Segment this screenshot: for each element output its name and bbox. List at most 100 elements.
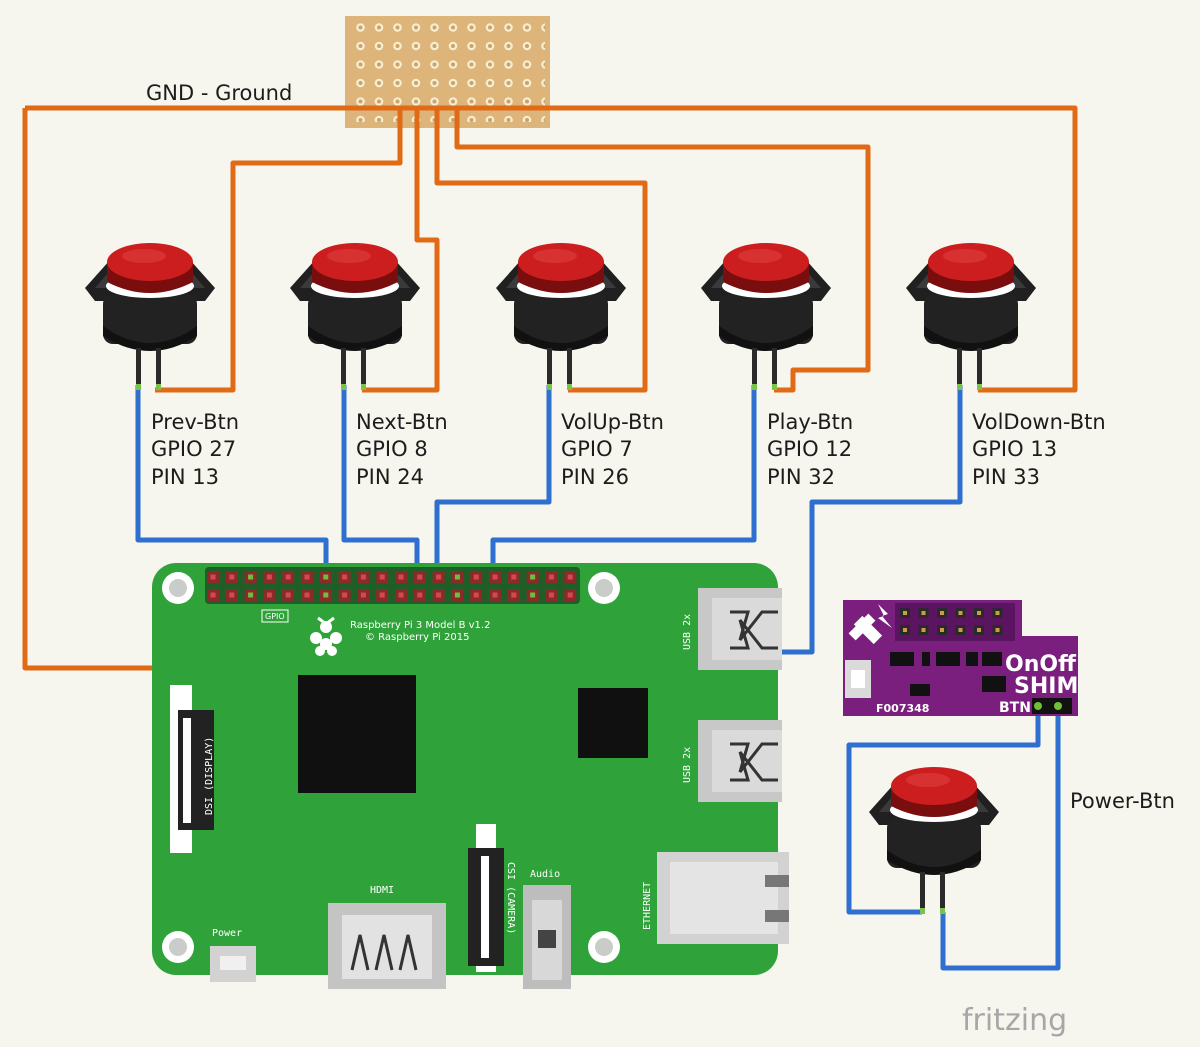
board-model-line1: Raspberry Pi 3 Model B v1.2 — [350, 620, 490, 631]
header-pin-contact — [285, 574, 291, 580]
power-label: Power — [212, 928, 242, 939]
shim-pin-contact — [940, 628, 944, 632]
header-pin-contact — [492, 592, 498, 598]
header-pin-contact — [398, 592, 404, 598]
header-pin-contact — [473, 592, 479, 598]
header-pin-contact — [417, 592, 423, 598]
gpio-wires — [135, 385, 1061, 971]
shim-pin-contact — [921, 628, 926, 632]
header-pin-contact — [530, 574, 536, 580]
button-label-pin: PIN 13 — [151, 465, 219, 489]
usb-port-top: USB 2x — [682, 588, 782, 670]
shim-pin-contact — [921, 611, 926, 615]
audio-jack: Audio — [523, 869, 571, 989]
button-label-pin: PIN 24 — [356, 465, 424, 489]
header-pin-contact — [379, 574, 385, 580]
ground-label: GND - Ground — [146, 81, 292, 105]
soc-chip — [298, 675, 416, 793]
tools-icon — [848, 604, 892, 645]
header-pin-contact — [492, 574, 498, 580]
dsi-connector: DSI (DISPLAY) — [170, 685, 215, 853]
header-pin-contact — [548, 574, 554, 580]
shim-title-shim: SHIM — [1014, 674, 1078, 699]
header-pin-contact — [304, 574, 310, 580]
header-pin-contact — [266, 574, 272, 580]
board-model-line2: © Raspberry Pi 2015 — [365, 632, 469, 643]
power-button-label: Power-Btn — [1070, 789, 1175, 813]
header-pin-contact — [454, 592, 460, 598]
audio-label: Audio — [530, 869, 560, 880]
shim-part-number: F007348 — [876, 702, 929, 715]
shim-pin-contact — [977, 628, 981, 632]
shim-pin-contact — [958, 611, 963, 615]
lan-chip — [578, 688, 648, 758]
shim-title-onoff: OnOff — [1005, 652, 1077, 677]
raspberry-pi-board: GPIO Raspberry Pi 3 Model B v1.2 © Raspb… — [152, 563, 789, 989]
header-pin-contact — [398, 574, 404, 580]
onoff-shim: OnOff SHIM F007348 BTN — [843, 600, 1078, 716]
gpio-header — [205, 567, 580, 604]
header-pin-contact — [417, 574, 423, 580]
header-pin-contact — [248, 574, 254, 580]
csi-connector: CSI (CAMERA) — [468, 824, 516, 972]
header-pin-contact — [248, 592, 254, 598]
push-button-volup[interactable] — [496, 243, 626, 390]
header-pin-contact — [473, 574, 479, 580]
header-pin-contact — [530, 592, 536, 598]
raspberry-logo-icon — [310, 616, 342, 656]
button-labels: Prev-Btn GPIO 27 PIN 13 Next-Btn GPIO 8 … — [151, 410, 1106, 489]
header-pin-contact — [323, 574, 329, 580]
push-button-power[interactable] — [869, 767, 999, 914]
shim-pin-contact — [940, 611, 944, 615]
push-button-next[interactable] — [290, 243, 420, 390]
button-label-name: Prev-Btn — [151, 410, 239, 434]
header-pin-contact — [454, 574, 460, 580]
usb-label-top: USB 2x — [682, 614, 693, 650]
header-pin-contact — [342, 592, 348, 598]
button-label-name: VolUp-Btn — [561, 410, 664, 434]
usb-label-bottom: USB 2x — [682, 747, 693, 783]
gpio-label: GPIO — [265, 612, 285, 621]
usb-port-bottom: USB 2x — [682, 720, 782, 802]
header-pin-contact — [304, 592, 310, 598]
fritzing-logo: fritzing — [962, 1003, 1067, 1038]
header-pin-contact — [379, 592, 385, 598]
header-pin-contact — [229, 592, 235, 598]
header-pin-contact — [567, 592, 573, 598]
shim-pin-contact — [995, 628, 1000, 632]
push-button-voldown[interactable] — [906, 243, 1036, 390]
shim-pin-contact — [995, 611, 1000, 615]
push-button-prev[interactable] — [85, 243, 215, 390]
header-pin-contact — [436, 574, 442, 580]
header-pin-contact — [210, 574, 216, 580]
header-pin-contact — [285, 592, 291, 598]
perfboard — [345, 16, 550, 128]
header-pin-contact — [548, 592, 554, 598]
hdmi-port: HDMI — [328, 885, 446, 989]
ground-wires — [22, 105, 1078, 671]
button-label-name: VolDown-Btn — [972, 410, 1106, 434]
shim-pin-contact — [903, 611, 907, 615]
ethernet-label: ETHERNET — [642, 882, 653, 930]
header-pin-contact — [210, 592, 216, 598]
header-pin-contact — [436, 592, 442, 598]
header-pin-contact — [511, 574, 517, 580]
header-pin-contact — [323, 592, 329, 598]
header-pin-contact — [229, 574, 235, 580]
header-pin-contact — [360, 574, 366, 580]
header-pin-contact — [342, 574, 348, 580]
button-label-gpio: GPIO 7 — [561, 437, 633, 461]
hdmi-label: HDMI — [370, 885, 394, 896]
button-label-gpio: GPIO 13 — [972, 437, 1057, 461]
shim-btn-label: BTN — [999, 700, 1031, 716]
button-label-pin: PIN 26 — [561, 465, 629, 489]
dsi-label: DSI (DISPLAY) — [204, 737, 215, 815]
button-label-gpio: GPIO 8 — [356, 437, 428, 461]
ethernet-port: ETHERNET — [642, 852, 789, 944]
button-label-gpio: GPIO 12 — [767, 437, 852, 461]
button-label-pin: PIN 33 — [972, 465, 1040, 489]
header-pin-contact — [266, 592, 272, 598]
shim-pin-contact — [903, 628, 907, 632]
